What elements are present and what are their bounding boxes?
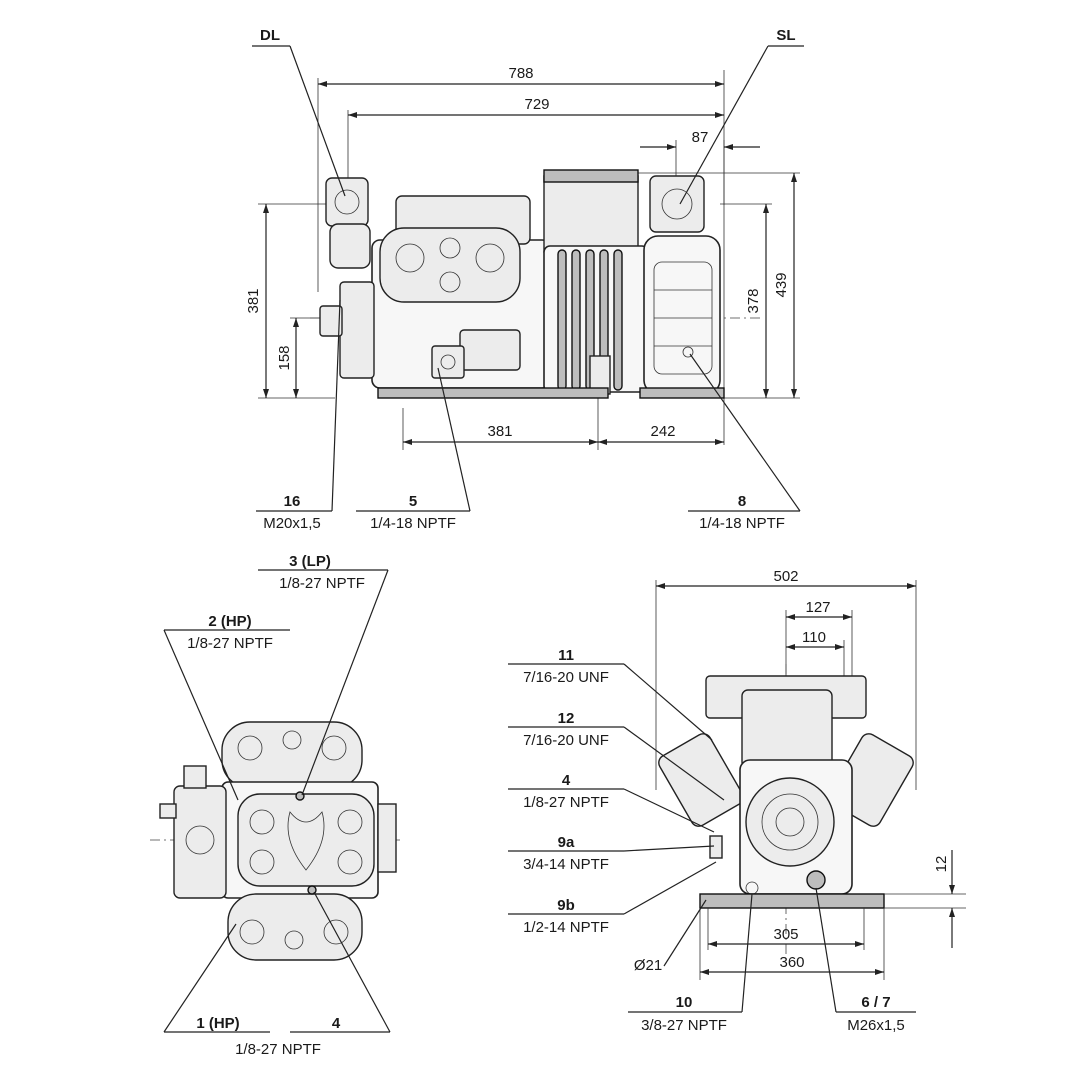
cylinder-head-front bbox=[379, 227, 521, 303]
callout-9a-spec: 3/4-14 NPTF bbox=[523, 856, 609, 873]
dim-158: 158 bbox=[276, 345, 293, 370]
callout-3-lp-num: 3 (LP) bbox=[289, 553, 331, 570]
dim-360: 360 bbox=[779, 954, 804, 971]
callout-1-hp-num: 1 (HP) bbox=[196, 1015, 239, 1032]
oil-pump-plan bbox=[173, 785, 227, 899]
cylinder-head-middle bbox=[237, 793, 375, 887]
callout-9b-num: 9b bbox=[557, 897, 575, 914]
callout-5-num: 5 bbox=[409, 493, 417, 510]
cylinder-head-upper bbox=[221, 721, 363, 789]
bearing-housing bbox=[745, 777, 835, 867]
label-dl: DL bbox=[260, 27, 280, 44]
cylinder-head-lower bbox=[227, 893, 363, 961]
callout-11-num: 11 bbox=[558, 647, 574, 664]
callout-4-end-spec: 1/8-27 NPTF bbox=[523, 794, 609, 811]
plan-view: 3 (LP) 1/8-27 NPTF 2 (HP) 1/8-27 NPTF 1 … bbox=[150, 553, 400, 1058]
label-sl: SL bbox=[776, 27, 795, 44]
callout-12-num: 12 bbox=[558, 710, 575, 727]
dim-305: 305 bbox=[773, 926, 798, 943]
cylinder-bank-left bbox=[658, 733, 744, 827]
callout-8-spec: 1/4-18 NPTF bbox=[699, 515, 785, 532]
callout-5-spec: 1/4-18 NPTF bbox=[370, 515, 456, 532]
callout-10-num: 10 bbox=[676, 994, 693, 1011]
dim-729: 729 bbox=[524, 96, 549, 113]
dim-12: 12 bbox=[933, 856, 950, 873]
side-view: 788 729 87 381 158 378 439 381 242 bbox=[245, 27, 804, 532]
dim-87: 87 bbox=[692, 129, 709, 146]
callout-16-num: 16 bbox=[284, 493, 301, 510]
dim-502: 502 bbox=[773, 568, 798, 585]
callout-9b-spec: 1/2-14 NPTF bbox=[523, 919, 609, 936]
callout-4-num: 4 bbox=[332, 1015, 341, 1032]
oil-pump bbox=[339, 281, 375, 379]
callout-4-end-num: 4 bbox=[562, 772, 571, 789]
dim-439: 439 bbox=[773, 272, 790, 297]
callout-6-7-spec: M26x1,5 bbox=[847, 1017, 905, 1034]
callout-6-7-num: 6 / 7 bbox=[861, 994, 890, 1011]
dim-381-horizontal: 381 bbox=[487, 423, 512, 440]
dim-127: 127 bbox=[805, 599, 830, 616]
dim-110: 110 bbox=[802, 629, 826, 646]
dim-diameter-21: Ø21 bbox=[634, 957, 662, 974]
discharge-flange bbox=[325, 177, 369, 227]
callout-2-hp-spec: 1/8-27 NPTF bbox=[187, 635, 273, 652]
callout-9a-num: 9a bbox=[558, 834, 575, 851]
callout-11-spec: 7/16-20 UNF bbox=[523, 669, 609, 686]
base-plate bbox=[699, 893, 885, 909]
callout-8-num: 8 bbox=[738, 493, 746, 510]
callout-2-hp-num: 2 (HP) bbox=[208, 613, 251, 630]
dim-378: 378 bbox=[745, 288, 762, 313]
callout-10-spec: 3/8-27 NPTF bbox=[641, 1017, 727, 1034]
dim-242: 242 bbox=[650, 423, 675, 440]
dim-788: 788 bbox=[508, 65, 533, 82]
callout-12-spec: 7/16-20 UNF bbox=[523, 732, 609, 749]
callout-3-lp-spec: 1/8-27 NPTF bbox=[279, 575, 365, 592]
dim-381-vertical: 381 bbox=[245, 288, 262, 313]
callout-1-4-spec: 1/8-27 NPTF bbox=[235, 1041, 321, 1058]
terminal-box bbox=[543, 175, 639, 253]
suction-flange bbox=[649, 175, 705, 233]
callout-16-spec: M20x1,5 bbox=[263, 515, 321, 532]
end-view: 502 127 110 12 305 bbox=[508, 568, 966, 1034]
